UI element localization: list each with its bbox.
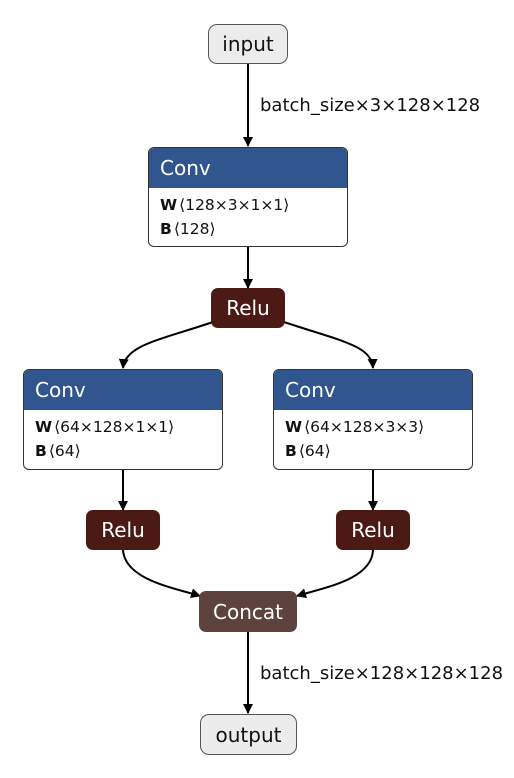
edge-relu2-concat bbox=[122, 549, 201, 599]
conv-node-3-bias: B⟨64⟩ bbox=[285, 442, 331, 460]
edge-relu3-concat bbox=[296, 549, 374, 599]
conv-node-2[interactable]: Conv W⟨64×128×1×1⟩ B⟨64⟩ bbox=[23, 369, 223, 470]
conv-node-3[interactable]: Conv W⟨64×128×3×3⟩ B⟨64⟩ bbox=[273, 369, 473, 470]
conv-node-2-title: Conv bbox=[24, 370, 222, 410]
output-node[interactable]: output bbox=[200, 714, 297, 755]
conv-node-1[interactable]: Conv W⟨128×3×1×1⟩ B⟨128⟩ bbox=[148, 147, 348, 247]
conv-node-1-bias: B⟨128⟩ bbox=[160, 220, 216, 238]
edge-relu1-conv2 bbox=[118, 321, 214, 369]
relu-node-3-label: Relu bbox=[351, 518, 395, 542]
conv-node-3-weight: W⟨64×128×3×3⟩ bbox=[285, 418, 425, 436]
conv-node-2-bias: B⟨64⟩ bbox=[35, 442, 81, 460]
input-node-label: input bbox=[222, 32, 274, 56]
conv-node-3-title: Conv bbox=[274, 370, 472, 410]
relu-node-1[interactable]: Relu bbox=[211, 288, 285, 328]
conv-node-1-weight: W⟨128×3×1×1⟩ bbox=[160, 196, 290, 214]
concat-node-label: Concat bbox=[213, 599, 283, 624]
edge-relu1-conv3 bbox=[283, 321, 378, 369]
conv-node-1-title: Conv bbox=[149, 148, 347, 188]
concat-node[interactable]: Concat bbox=[199, 591, 297, 632]
edge-label-input-conv1: batch_size×3×128×128 bbox=[260, 95, 481, 116]
output-node-label: output bbox=[215, 722, 282, 747]
input-node[interactable]: input bbox=[208, 24, 288, 64]
relu-node-2-label: Relu bbox=[101, 518, 145, 542]
edge-label-concat-output: batch_size×128×128×128 bbox=[260, 663, 504, 684]
relu-node-3[interactable]: Relu bbox=[336, 510, 410, 550]
conv-node-2-weight: W⟨64×128×1×1⟩ bbox=[35, 418, 175, 436]
relu-node-1-label: Relu bbox=[226, 296, 270, 320]
relu-node-2[interactable]: Relu bbox=[86, 510, 160, 550]
